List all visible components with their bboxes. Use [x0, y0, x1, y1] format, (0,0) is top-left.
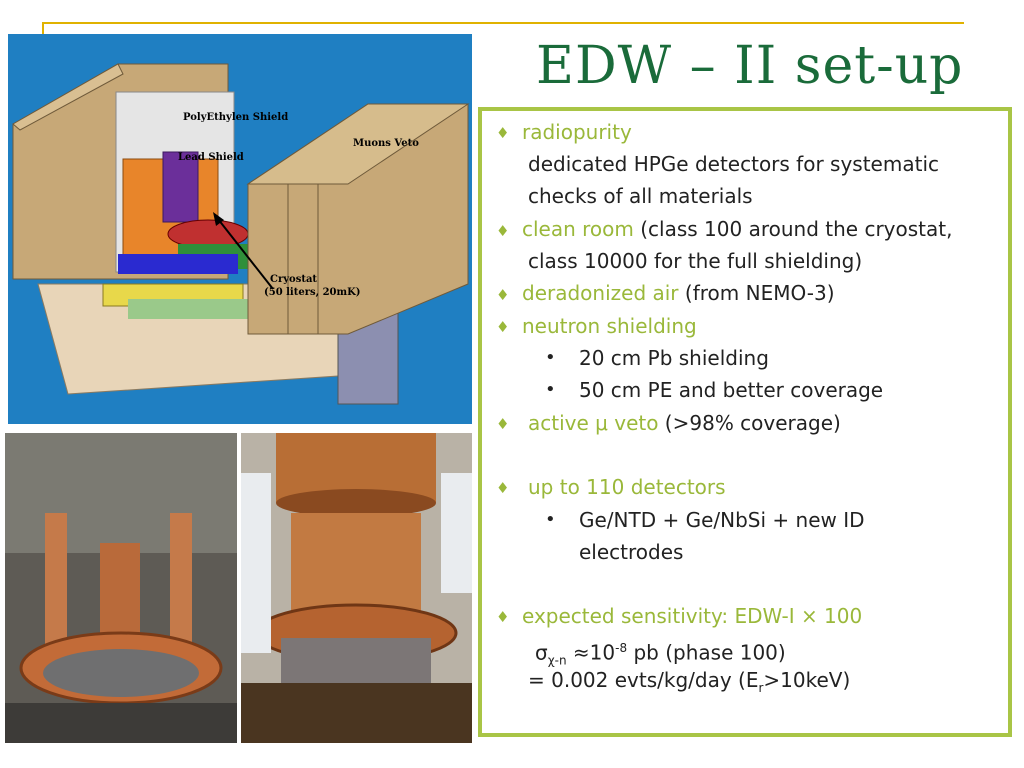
- sensitivity-line2: = 0.002 evts/kg/day (Er>10keV): [528, 668, 851, 695]
- label-lead: Lead Shield: [178, 152, 244, 163]
- cryostat-photo-left: [5, 433, 237, 743]
- diamond-icon: ♦: [496, 318, 510, 336]
- diamond-icon: ♦: [496, 608, 510, 626]
- diamond-icon: ♦: [496, 479, 510, 497]
- diamond-icon: ♦: [496, 222, 510, 240]
- left-rule: [42, 22, 44, 36]
- bullet-sensitivity: expected sensitivity: EDW-I × 100: [522, 604, 863, 628]
- sub-bullet-pe: 50 cm PE and better coverage: [579, 378, 884, 402]
- top-rule: [42, 22, 964, 24]
- dot-icon: •: [545, 509, 556, 530]
- bullet-muon-veto: active μ veto (>98% coverage): [528, 411, 841, 435]
- slide-title: EDW – II set-up: [536, 36, 964, 96]
- sub-bullet-pb: 20 cm Pb shielding: [579, 346, 769, 370]
- content-panel: [478, 107, 1012, 737]
- bullet-clean-room-line2: class 10000 for the full shielding): [528, 249, 863, 273]
- label-muons: Muons Veto: [353, 138, 419, 149]
- diamond-icon: ♦: [496, 124, 510, 142]
- dot-icon: •: [545, 347, 556, 368]
- label-cryo-1: Cryostat: [270, 274, 317, 285]
- cryostat-photo-right: [241, 433, 472, 743]
- bullet-neutron-shielding: neutron shielding: [522, 314, 697, 338]
- bullet-radiopurity: radiopurity: [522, 120, 632, 144]
- bullet-clean-room: clean room (class 100 around the cryosta…: [522, 217, 953, 241]
- label-cryo-2: (50 liters, 20mK): [264, 287, 361, 298]
- bullet-detectors: up to 110 detectors: [528, 475, 726, 499]
- diamond-icon: ♦: [496, 415, 510, 433]
- bullet-deradonized-air: deradonized air (from NEMO-3): [522, 281, 835, 305]
- dot-icon: •: [545, 379, 556, 400]
- diamond-icon: ♦: [496, 286, 510, 304]
- bullet-radiopurity-line1: dedicated HPGe detectors for systematic: [528, 152, 939, 176]
- sub-bullet-ge: Ge/NTD + Ge/NbSi + new ID: [579, 508, 865, 532]
- setup-cad-image: PolyEthylen Shield Lead Shield Muons Vet…: [8, 34, 472, 424]
- sub-bullet-ge-line2: electrodes: [579, 540, 684, 564]
- label-poly: PolyEthylen Shield: [183, 112, 288, 123]
- bullet-radiopurity-line2: checks of all materials: [528, 184, 753, 208]
- sensitivity-line1: σχ-n ≈10-8 pb (phase 100): [535, 640, 786, 668]
